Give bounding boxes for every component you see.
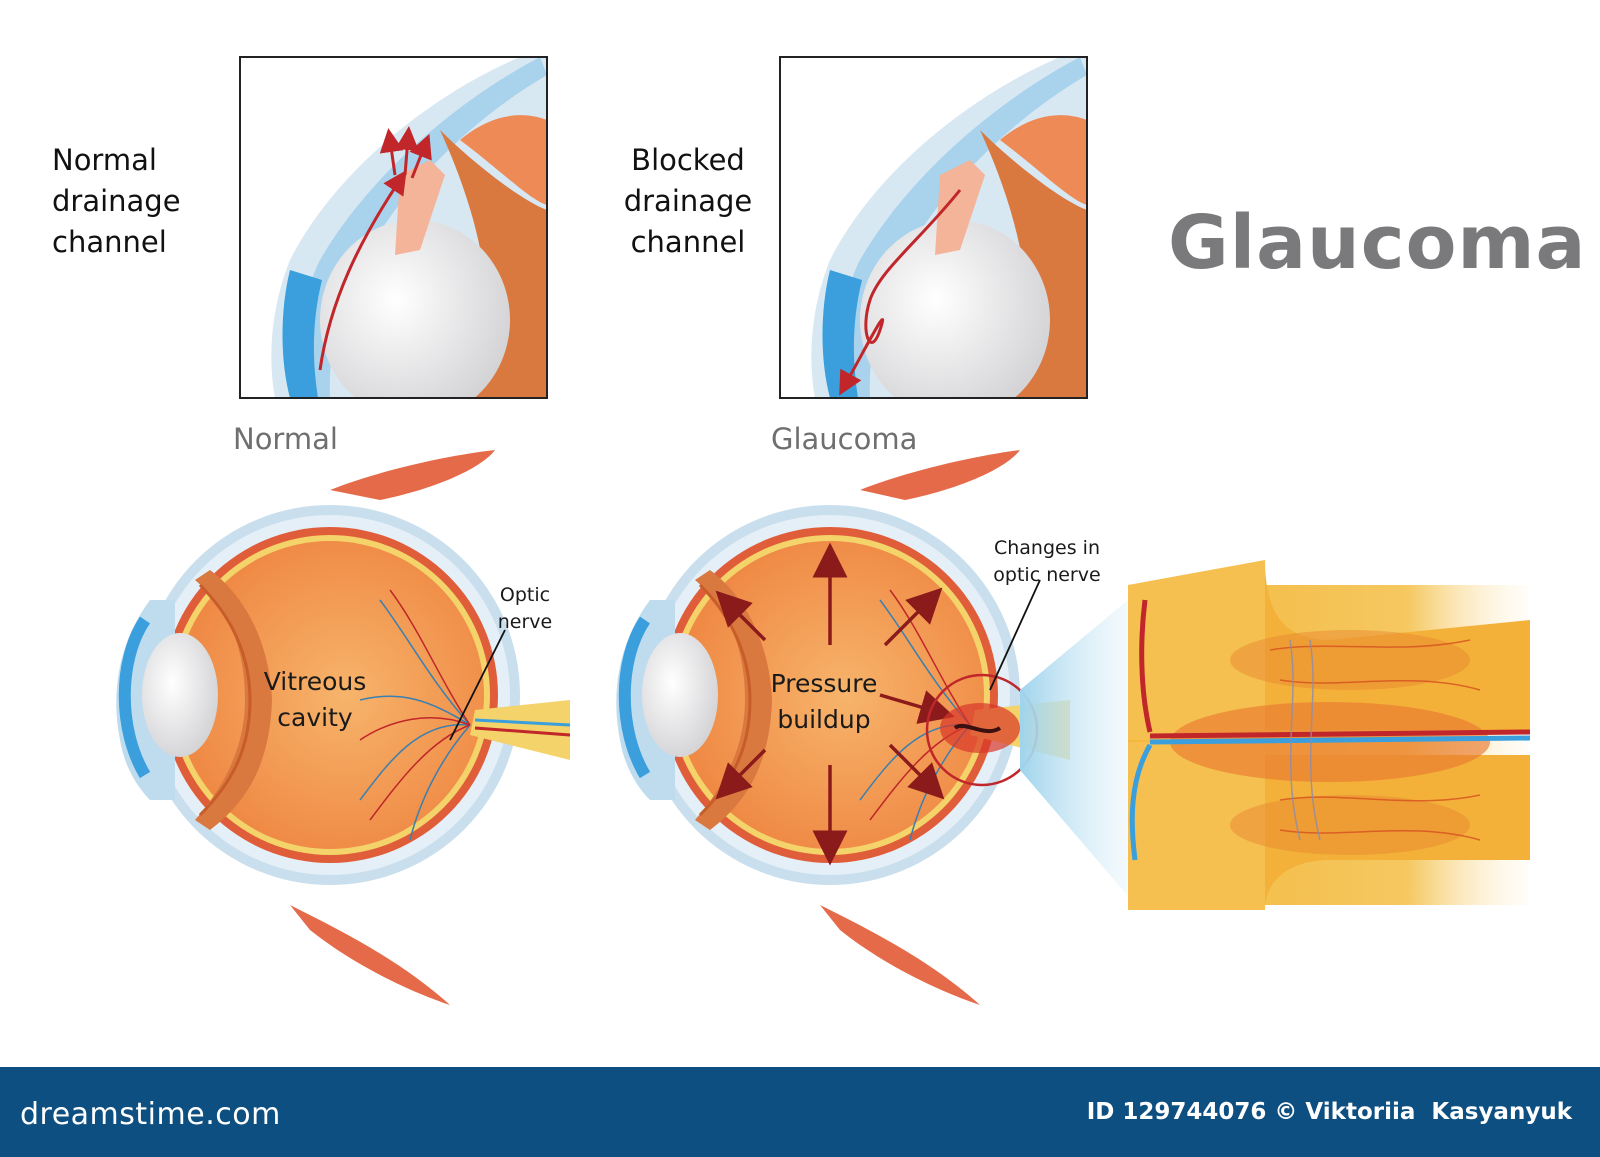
blocked-drainage-caption: Blocked drainage channel — [598, 140, 778, 263]
page-title: Glaucoma — [1168, 200, 1587, 286]
optic-nerve-label: Optic nerve — [490, 582, 560, 636]
glaucoma-eye — [616, 450, 1070, 1005]
normal-drainage-caption: Normal drainage channel — [52, 140, 212, 263]
caption-line: channel — [52, 225, 167, 259]
caption-line: drainage — [52, 184, 181, 218]
label-line: Vitreous — [263, 667, 367, 696]
caption-line: channel — [630, 225, 746, 259]
footer-credit: ID 129744076 © Viktoriia Kasyanyuk — [1086, 1099, 1572, 1125]
glaucoma-eye-label: Glaucoma — [771, 422, 918, 456]
label-line: Pressure — [770, 669, 878, 698]
footer-brand[interactable]: dreamstime.com — [20, 1097, 281, 1132]
caption-line: Blocked — [631, 143, 745, 177]
blocked-inset-frame — [779, 56, 1088, 399]
normal-eye — [116, 450, 571, 1005]
magnified-optic-nerve — [1020, 560, 1531, 910]
label-line: Optic — [499, 584, 551, 606]
label-line: buildup — [777, 705, 871, 734]
vitreous-cavity-label: Vitreous cavity — [250, 664, 380, 736]
caption-line: drainage — [623, 184, 753, 218]
changes-optic-nerve-label: Changes in optic nerve — [982, 535, 1112, 589]
normal-eye-label: Normal — [233, 422, 338, 456]
label-line: cavity — [277, 703, 353, 732]
caption-line: Normal — [52, 143, 157, 177]
pressure-buildup-label: Pressure buildup — [754, 666, 894, 738]
label-line: nerve — [497, 611, 553, 633]
footer-bar — [0, 1067, 1600, 1157]
normal-drainage-inset — [240, 57, 547, 398]
label-line: Changes in — [993, 537, 1100, 559]
label-line: optic nerve — [993, 564, 1101, 586]
blocked-drainage-inset — [780, 57, 1087, 398]
pressure-arrows — [715, 542, 955, 866]
normal-inset-frame — [239, 56, 548, 399]
